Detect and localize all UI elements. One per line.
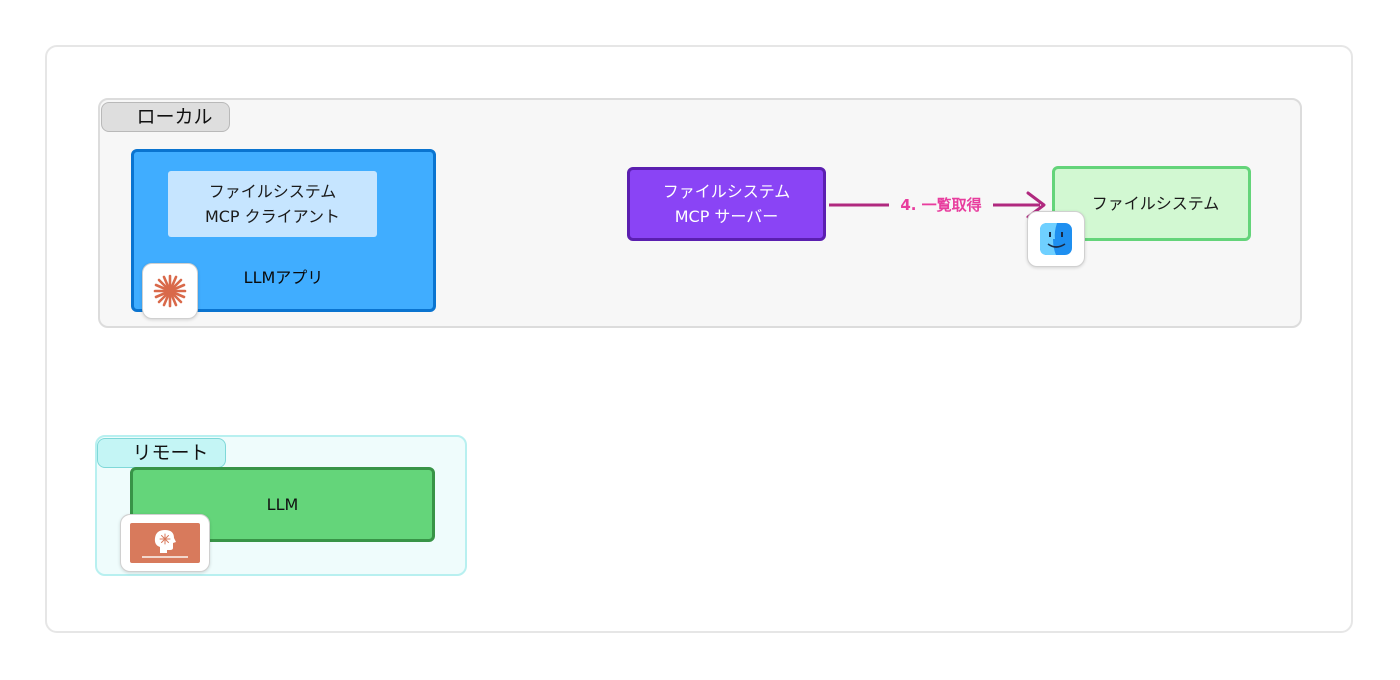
llm-app-label: LLMアプリ xyxy=(243,268,324,287)
mcp-client-line2: MCP クライアント xyxy=(204,207,341,226)
node-filesystem[interactable]: ファイルシステム xyxy=(1052,166,1251,241)
mcp-server-line2: MCP サーバー xyxy=(674,207,779,226)
group-label-local: ローカル xyxy=(101,102,230,132)
node-mcp-server[interactable]: ファイルシステム MCP サーバー xyxy=(627,167,826,241)
mcp-client-line1: ファイルシステム xyxy=(208,182,337,201)
edge-label-list: 4. 一覧取得 xyxy=(889,193,993,217)
mcp-server-line1: ファイルシステム xyxy=(662,182,791,201)
node-mcp-client[interactable]: ファイルシステム MCP クライアント xyxy=(168,171,377,237)
llm-label: LLM xyxy=(266,495,299,514)
claude-sonnet-icon xyxy=(120,514,210,572)
finder-icon xyxy=(1027,211,1085,267)
claude-icon xyxy=(142,263,198,319)
filesystem-label: ファイルシステム xyxy=(1091,194,1220,213)
